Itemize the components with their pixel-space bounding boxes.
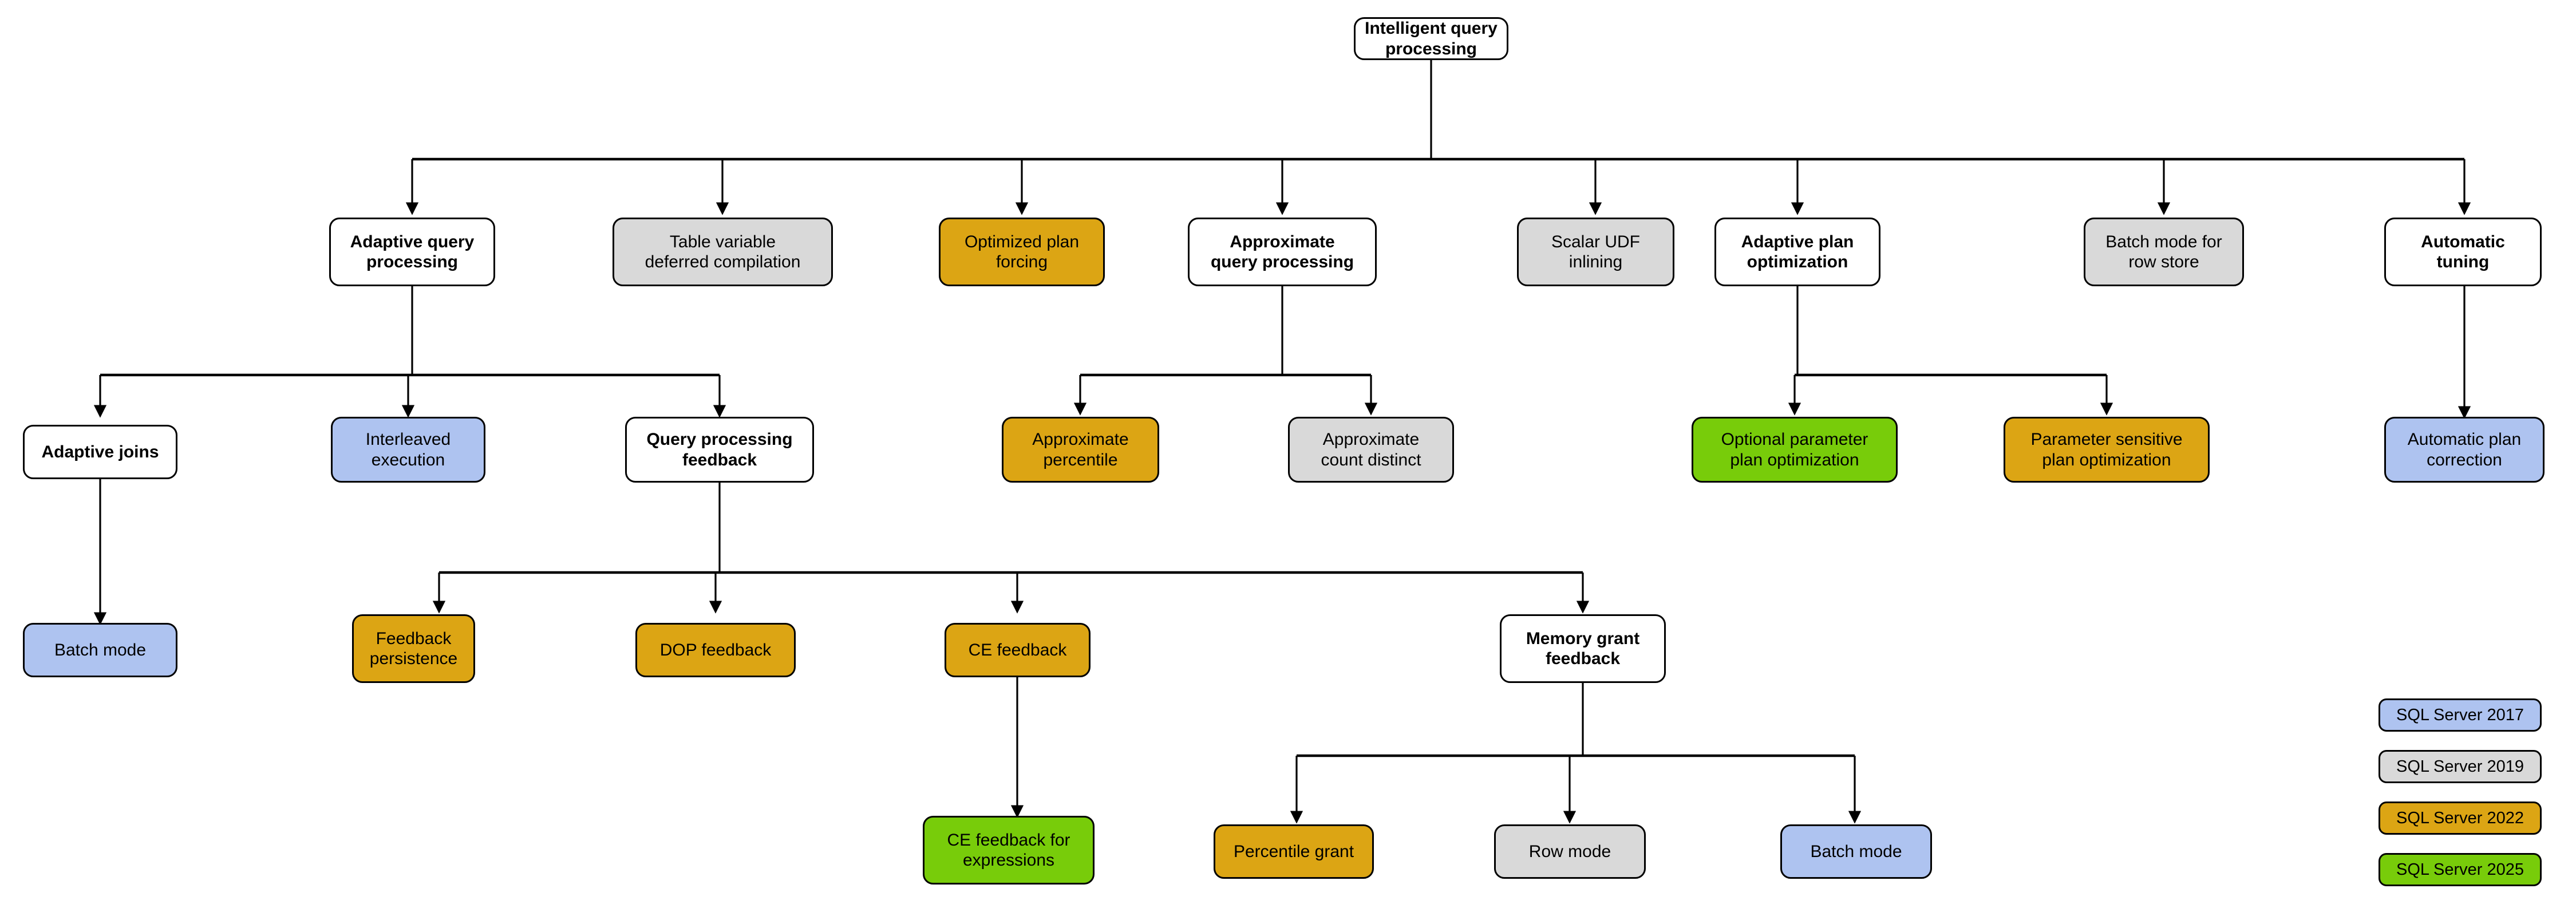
node-label: Feedback persistence — [369, 629, 458, 668]
legend-item-0[interactable]: SQL Server 2017 — [2379, 698, 2542, 732]
node-label: Interleaved execution — [365, 430, 451, 469]
node-dopfb[interactable]: DOP feedback — [635, 623, 796, 677]
node-label: Batch mode for row store — [2105, 232, 2222, 271]
node-label: Intelligent query processing — [1365, 19, 1498, 58]
node-opf[interactable]: Optimized plan forcing — [939, 218, 1105, 286]
node-bmode1[interactable]: Batch mode — [23, 623, 177, 677]
node-fbpersist[interactable]: Feedback persistence — [352, 614, 475, 683]
node-label: Automatic tuning — [2421, 232, 2505, 271]
node-label: Adaptive query processing — [350, 232, 475, 271]
node-autotune[interactable]: Automatic tuning — [2384, 218, 2542, 286]
node-tvdc[interactable]: Table variable deferred compilation — [613, 218, 833, 286]
legend-item-label: SQL Server 2017 — [2396, 705, 2524, 724]
node-mgf[interactable]: Memory grant feedback — [1500, 614, 1666, 683]
node-label: Memory grant feedback — [1526, 629, 1640, 668]
node-label: CE feedback for expressions — [947, 830, 1070, 870]
node-aqpx[interactable]: Approximate query processing — [1188, 218, 1377, 286]
node-cefbexpr[interactable]: CE feedback for expressions — [923, 816, 1095, 885]
node-ajoins[interactable]: Adaptive joins — [23, 425, 177, 479]
node-label: CE feedback — [968, 640, 1067, 660]
node-cefb[interactable]: CE feedback — [945, 623, 1091, 677]
node-pspo[interactable]: Parameter sensitive plan optimization — [2004, 417, 2210, 483]
node-label: Optimized plan forcing — [964, 232, 1080, 271]
node-root[interactable]: Intelligent query processing — [1354, 17, 1508, 60]
legend-item-3[interactable]: SQL Server 2025 — [2379, 853, 2542, 886]
legend-item-label: SQL Server 2025 — [2396, 860, 2524, 879]
node-label: Percentile grant — [1233, 842, 1354, 861]
node-sudf[interactable]: Scalar UDF inlining — [1517, 218, 1674, 286]
node-label: Approximate query processing — [1210, 232, 1354, 271]
node-oppo[interactable]: Optional parameter plan optimization — [1692, 417, 1898, 483]
node-ilexec[interactable]: Interleaved execution — [331, 417, 485, 483]
legend-item-label: SQL Server 2022 — [2396, 808, 2524, 827]
node-label: Query processing feedback — [646, 430, 793, 469]
legend-item-label: SQL Server 2019 — [2396, 757, 2524, 776]
node-bmode2[interactable]: Batch mode — [1780, 824, 1932, 879]
node-label: Automatic plan correction — [2407, 430, 2522, 469]
node-label: Batch mode — [1810, 842, 1902, 861]
legend-item-1[interactable]: SQL Server 2019 — [2379, 750, 2542, 783]
node-label: Scalar UDF inlining — [1551, 232, 1641, 271]
node-label: Adaptive plan optimization — [1741, 232, 1854, 271]
node-apct[interactable]: Approximate percentile — [1002, 417, 1159, 483]
node-label: Row mode — [1528, 842, 1611, 861]
node-label: Parameter sensitive plan optimization — [2030, 430, 2183, 469]
node-aqp[interactable]: Adaptive query processing — [329, 218, 495, 286]
node-label: Approximate percentile — [1032, 430, 1129, 469]
node-qpf[interactable]: Query processing feedback — [625, 417, 814, 483]
node-pgrant[interactable]: Percentile grant — [1214, 824, 1374, 879]
node-apc[interactable]: Automatic plan correction — [2384, 417, 2545, 483]
node-label: DOP feedback — [659, 640, 772, 660]
node-acd[interactable]: Approximate count distinct — [1288, 417, 1454, 483]
node-rowmode[interactable]: Row mode — [1494, 824, 1646, 879]
node-bmrs[interactable]: Batch mode for row store — [2084, 218, 2244, 286]
node-label: Adaptive joins — [41, 442, 159, 461]
node-label: Table variable deferred compilation — [645, 232, 801, 271]
legend-item-2[interactable]: SQL Server 2022 — [2379, 802, 2542, 835]
node-apo[interactable]: Adaptive plan optimization — [1714, 218, 1880, 286]
node-label: Approximate count distinct — [1321, 430, 1421, 469]
node-label: Optional parameter plan optimization — [1721, 430, 1868, 469]
node-label: Batch mode — [54, 640, 147, 660]
